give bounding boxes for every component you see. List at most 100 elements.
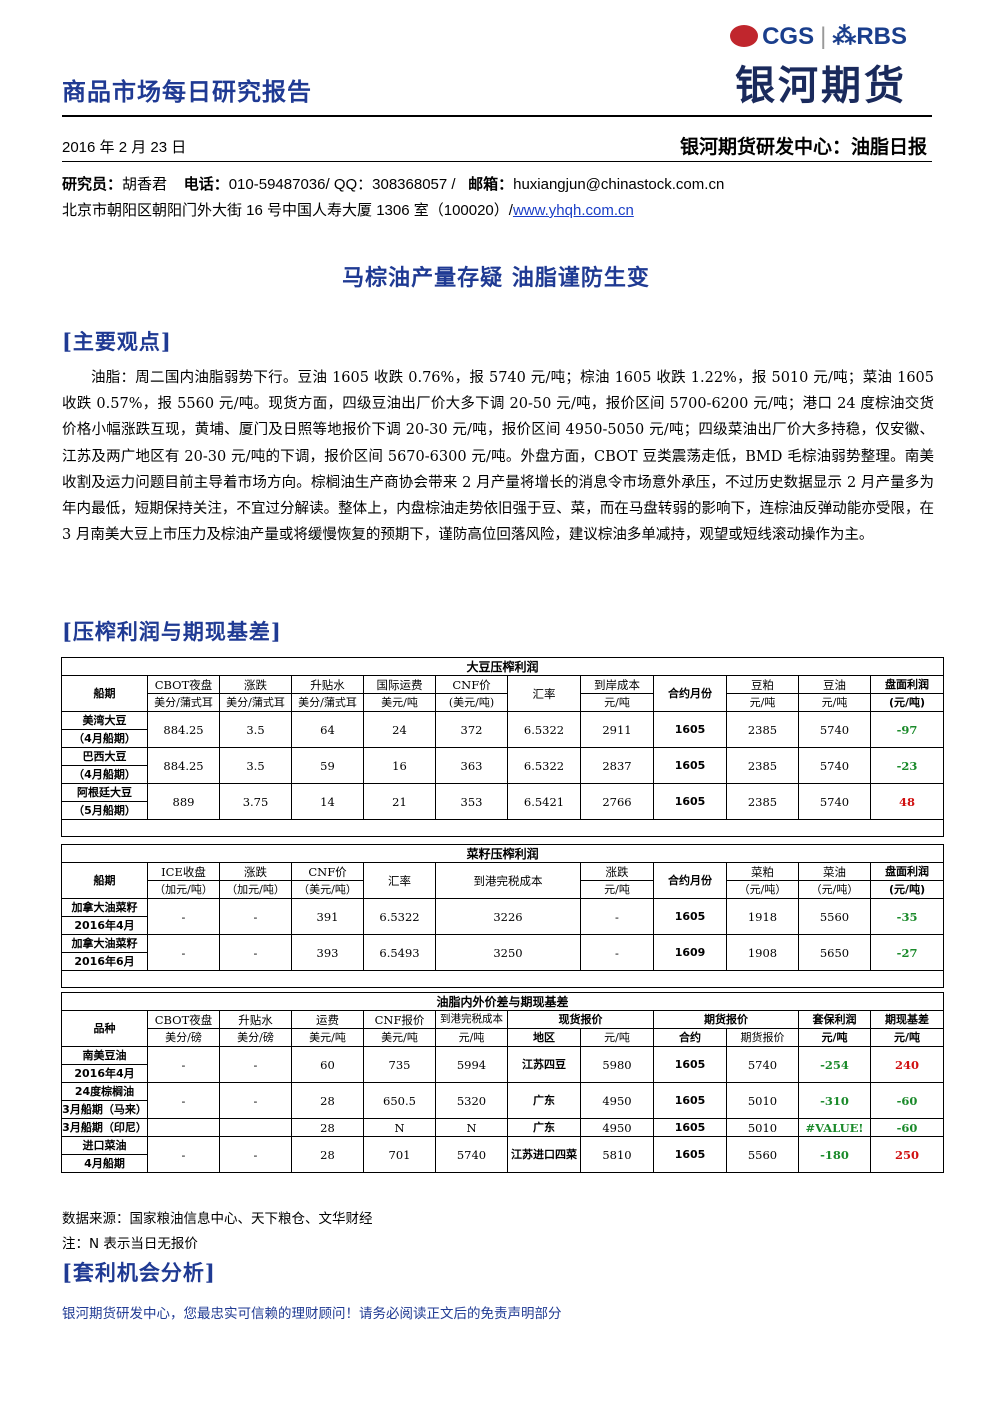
table-header: 品种 xyxy=(61,1010,148,1047)
row-name: 加拿大油菜籽 xyxy=(61,898,148,917)
table-subheader: 美分/蒲式耳 xyxy=(291,693,364,712)
table-cell: 3.5 xyxy=(219,711,292,748)
source-note: 数据来源：国家粮油信息中心、天下粮仓、文华财经 xyxy=(62,1211,373,1227)
table-subheader: 合约 xyxy=(653,1028,727,1047)
table-header: 合约月份 xyxy=(653,675,727,712)
phone: 010-59487036/ QQ：308368057 / xyxy=(228,176,456,193)
table-header: 船期 xyxy=(61,675,148,712)
research-center-title: 银河期货研发中心：油脂日报 xyxy=(679,136,927,158)
table-header: 升贴水 xyxy=(291,675,364,694)
logo-partner: RBS xyxy=(856,23,907,50)
table-cell: - xyxy=(219,898,292,935)
table-cell: 4950 xyxy=(580,1082,654,1119)
table-header: ICE收盘 xyxy=(147,862,220,881)
table-cell: 884.25 xyxy=(147,711,220,748)
table-cell: 884.25 xyxy=(147,747,220,784)
row-name-sub: 4月船期 xyxy=(61,1154,148,1173)
table-header: 盘面利润 xyxy=(869,862,945,881)
table-header: 期货报价 xyxy=(653,1010,799,1029)
table-subheader: （加元/吨） xyxy=(147,880,220,899)
table-subheader: 地区 xyxy=(507,1028,581,1047)
table-cell: - xyxy=(147,1046,220,1083)
basis-cell: 240 xyxy=(869,1046,945,1083)
table-cell: 5010 xyxy=(726,1082,799,1119)
table-cell: 3250 xyxy=(435,934,581,971)
table-cell: 59 xyxy=(291,747,364,784)
table-cell: 3.5 xyxy=(219,747,292,784)
table-cell: 1605 xyxy=(653,747,727,784)
table-cell: 1918 xyxy=(726,898,799,935)
table-subheader: (元/吨) xyxy=(869,693,945,712)
researcher: 胡香君 xyxy=(122,176,168,193)
row-name-sub: 3月船期（马来） xyxy=(61,1100,148,1119)
table-cell: 21 xyxy=(363,783,436,820)
table-cell: 16 xyxy=(363,747,436,784)
row-name: 加拿大油菜籽 xyxy=(61,934,148,953)
table-subheader: 美元/吨 xyxy=(363,1028,436,1047)
table-cell: 6.5322 xyxy=(363,898,436,935)
row-name-sub: （4月船期） xyxy=(61,765,148,784)
table-cell: - xyxy=(219,934,292,971)
basis-cell: -60 xyxy=(869,1082,945,1119)
spacer-row xyxy=(60,970,945,988)
table-subheader: 元/吨 xyxy=(798,1028,871,1047)
table-subheader: 元/吨 xyxy=(869,1028,945,1047)
table-cell: - xyxy=(219,1136,292,1173)
report-series-title: 商品市场每日研究报告 xyxy=(62,78,312,106)
table-cell: 1609 xyxy=(653,934,727,971)
table-cell: 1605 xyxy=(653,1136,727,1173)
row-name: 美湾大豆 xyxy=(61,711,148,730)
table-cell: - xyxy=(147,898,220,935)
spacer-row xyxy=(60,819,945,837)
hedge-cell: -310 xyxy=(798,1082,871,1119)
rape-caption: 菜籽压榨利润 xyxy=(60,844,945,863)
website-link[interactable]: www.yhqh.com.cn xyxy=(512,202,634,219)
table-subheader: 美元/吨 xyxy=(291,1028,364,1047)
table-subheader: 美分/蒲式耳 xyxy=(147,693,220,712)
table-subheader: 美分/磅 xyxy=(147,1028,220,1047)
table-header: 菜油 xyxy=(798,862,871,881)
table-cell: 1605 xyxy=(653,1118,727,1137)
row-name: 阿根廷大豆 xyxy=(61,783,148,802)
section-arbitrage: [套利机会分析] xyxy=(62,1260,216,1285)
table-header: CNF报价 xyxy=(363,1010,436,1029)
table-cell: 5560 xyxy=(798,898,871,935)
table-cell: 391 xyxy=(291,898,364,935)
table-header: 到港完税成本 xyxy=(435,862,581,899)
hedge-cell: -254 xyxy=(798,1046,871,1083)
footer-disclaimer: 银河期货研发中心，您最忠实可信赖的理财顾问！请务必阅读正文后的免责声明部分 xyxy=(62,1306,562,1322)
table-cell: 2385 xyxy=(726,747,799,784)
table-cell: 5994 xyxy=(435,1046,508,1083)
table-subheader: 美分/蒲式耳 xyxy=(219,693,292,712)
table-cell: 28 xyxy=(291,1136,364,1173)
table-cell: 650.5 xyxy=(363,1082,436,1119)
table-cell: 5740 xyxy=(798,711,871,748)
table-cell: - xyxy=(147,1082,220,1119)
logo-en: CGS xyxy=(762,23,815,50)
table-cell: 6.5322 xyxy=(507,747,581,784)
table-header: 升贴水 xyxy=(219,1010,292,1029)
table-subheader: 美元/吨 xyxy=(363,693,436,712)
table-header: CNF价 xyxy=(291,862,364,881)
table-subheader: 元/吨 xyxy=(580,1028,654,1047)
table-cell: N xyxy=(435,1118,508,1137)
table-header: 涨跌 xyxy=(219,675,292,694)
table-cell: - xyxy=(219,1082,292,1119)
table-header: 涨跌 xyxy=(580,862,654,881)
table-cell: 5810 xyxy=(580,1136,654,1173)
table-cell: 64 xyxy=(291,711,364,748)
table-cell: 372 xyxy=(435,711,508,748)
table-cell: 2766 xyxy=(580,783,654,820)
table-header: 国际运费 xyxy=(363,675,436,694)
table-header: 合约月份 xyxy=(653,862,727,899)
profit-cell: -97 xyxy=(869,711,945,748)
table-header: 到岸成本 xyxy=(580,675,654,694)
main-paragraph: 油脂：周二国内油脂弱势下行。豆油 1605 收跌 0.76%，报 5740 元/… xyxy=(62,370,934,544)
table-cell: 2385 xyxy=(726,711,799,748)
table-cell: - xyxy=(580,934,654,971)
logo-cn: 银河期货 xyxy=(735,63,907,109)
table-header: 到港完税成本 xyxy=(435,1010,508,1029)
hedge-cell: #VALUE! xyxy=(798,1118,871,1137)
table-cell xyxy=(219,1118,292,1137)
table-subheader: 元/吨 xyxy=(435,1028,508,1047)
